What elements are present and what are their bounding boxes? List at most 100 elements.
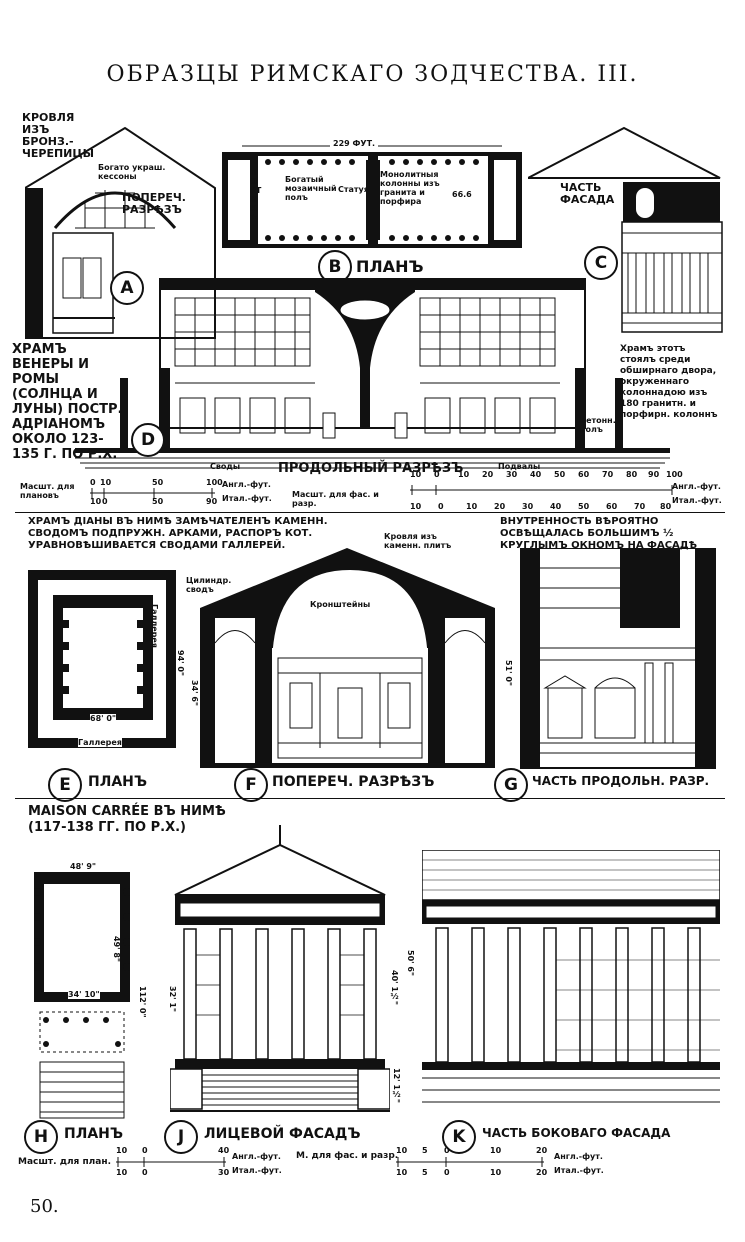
dim-112: 112' 0" (138, 986, 147, 1018)
court-colonnade-note: Храмъ этотъ стоялъ среди обширнаго двора… (620, 344, 718, 420)
sc2-top-1: 5 (422, 1146, 428, 1155)
light-note: Внутренность вѣроятно освѣщалась большим… (500, 516, 698, 551)
plan-portico-label: ПОРТИКЪ (250, 168, 262, 222)
scale2-tick: 20 (482, 470, 494, 479)
scale2-ital-ft: Итал.-фут. (672, 496, 722, 505)
letter-d: D (131, 423, 165, 457)
page-number: 50. (30, 1196, 59, 1217)
roof-bronze-label: Кровля изъ бронз.-черепицы (22, 111, 94, 160)
dim-48-9: 48' 9" (70, 862, 97, 871)
scale-facades-label: Масшт. для фас. и разр. (292, 490, 379, 508)
scale1-tick-3: 100 (206, 478, 223, 487)
scale1-btick-3: 90 (206, 497, 218, 506)
scale1-tick-0: 0 (90, 478, 96, 487)
sc2-bottom-2: 0 (444, 1168, 450, 1177)
cylinder-vault-label: Цилиндр. сводъ (186, 576, 232, 594)
sc1-bottom-1: 0 (142, 1168, 148, 1177)
scale1-engl-ft: Англ.-фут. (222, 480, 271, 489)
plan-drawing-h (34, 872, 130, 1119)
letter-j: J (164, 1120, 198, 1154)
scale2-tick: 10 (410, 470, 422, 479)
scale-bar-facades (410, 485, 673, 495)
plan-drawing-e (28, 570, 176, 748)
scale1-ital-ft: Итал.-фут. (222, 494, 272, 503)
caption-e-plan: Планъ (88, 774, 148, 790)
temple-diana-heading: Храмъ Діаны въ Нимѣ замѣчателенъ каменн.… (28, 516, 328, 551)
plan-label-b: Планъ (356, 257, 424, 276)
longitudinal-section-drawing-d (75, 278, 670, 469)
side-facade-drawing-k (422, 850, 720, 1103)
caption-g-long-section: Часть продольн. разр. (532, 774, 710, 788)
gallery-label-bottom: Галлерея (78, 738, 122, 747)
facade-drawing-c (528, 126, 723, 333)
maison-carree-heading: MAISON CARRÉE въ Нимѣ (117-138 гг. по Р.… (28, 804, 226, 835)
vaults-label: Своды (210, 462, 241, 471)
sc2-top-4: 20 (536, 1146, 548, 1155)
sc1-ital-ft: Итал.-фут. (232, 1166, 282, 1175)
dim-94: 94' 0" (176, 650, 185, 677)
scale-fac-label-k: М. для фас. и разр. (296, 1151, 399, 1161)
section-drawing-g (520, 548, 716, 769)
plan-monolith-columns-label: Монолитныя колонны изъ гранита и порфира (380, 170, 440, 206)
gallery-label-right: Галлерея (150, 604, 159, 648)
letter-e: E (48, 768, 82, 802)
scale2-tick: 70 (602, 470, 614, 479)
scale2-tick: 0 (434, 470, 440, 479)
temple-venus-roma-name: Храмъ Венеры и Ромы (Солнца и Луны) пост… (12, 342, 123, 462)
sc1-top-2: 40 (218, 1146, 230, 1155)
sc2-engl-ft: Англ.-фут. (554, 1152, 603, 1161)
letter-h: H (24, 1120, 58, 1154)
sc1-top-1: 0 (142, 1146, 148, 1155)
dim-49-8: 49' 8" (112, 936, 121, 963)
scale2-btick: 10 (410, 502, 422, 511)
page-title: ОБРАЗЦЫ РИМСКАГО ЗОДЧЕСТВА. III. (106, 62, 639, 87)
sc1-top-0: 10 (116, 1146, 128, 1155)
letter-g: G (494, 768, 528, 802)
sc1-bottom-2: 30 (218, 1168, 230, 1177)
scale2-btick: 80 (660, 502, 672, 511)
scale1-btick-1: 0 (102, 497, 108, 506)
sc2-top-2: 0 (444, 1146, 450, 1155)
scale2-btick: 50 (578, 502, 590, 511)
scale2-tick: 60 (578, 470, 590, 479)
facade-part-label-c: Часть фасада (560, 181, 615, 206)
scale2-tick: 90 (648, 470, 660, 479)
stone-roof-label: Кровля изъ каменн. плитъ (384, 532, 452, 550)
sc2-top-3: 10 (490, 1146, 502, 1155)
plan-mosaic-floor-label: Богатый мозаичный полъ (285, 175, 337, 202)
plan-dimension-229: 229 ФУТ. (330, 139, 379, 148)
caption-h-plan: Планъ (64, 1126, 124, 1142)
divider-1 (15, 512, 725, 513)
scale2-tick: 50 (554, 470, 566, 479)
scale-bar-plan-h (116, 1157, 226, 1167)
longitudinal-section-caption: Продольный разрѣзъ (278, 461, 464, 476)
scale2-tick: 30 (506, 470, 518, 479)
concrete-floor-label: Бетонн. полъ (580, 416, 616, 434)
scale2-tick: 100 (666, 470, 683, 479)
scale2-tick: 80 (626, 470, 638, 479)
scale2-btick: 30 (522, 502, 534, 511)
sc1-bottom-0: 10 (116, 1168, 128, 1177)
scale2-btick: 70 (634, 502, 646, 511)
scale1-tick-2: 50 (152, 478, 164, 487)
basements-label: Подвалы (498, 462, 541, 471)
scale-plan-label-h: Масшт. для план. (18, 1157, 111, 1167)
letter-f: F (234, 768, 268, 802)
caption-j-front-facade: Лицевой фасадъ (204, 1126, 361, 1142)
section-drawing-f (200, 548, 495, 768)
dim-68: 68' 0" (90, 714, 117, 723)
scale1-tick-1: 10 (100, 478, 112, 487)
sc2-bottom-1: 5 (422, 1168, 428, 1177)
sc2-bottom-4: 20 (536, 1168, 548, 1177)
scale-plans-label: Масшт. для плановъ (20, 482, 75, 500)
plan-statue-label: Статуя (338, 185, 369, 194)
scale2-tick: 10 (458, 470, 470, 479)
dim-34-6: 34' 6" (190, 680, 199, 707)
scale1-btick-2: 50 (152, 497, 164, 506)
transverse-section-label-a: Попереч. разрѣзъ (122, 191, 186, 216)
scale-bar-plans (90, 488, 215, 498)
letter-a: A (110, 271, 144, 305)
letter-c: C (584, 246, 618, 280)
scale2-btick: 20 (494, 502, 506, 511)
dim-34-10: 34' 10" (68, 990, 100, 999)
